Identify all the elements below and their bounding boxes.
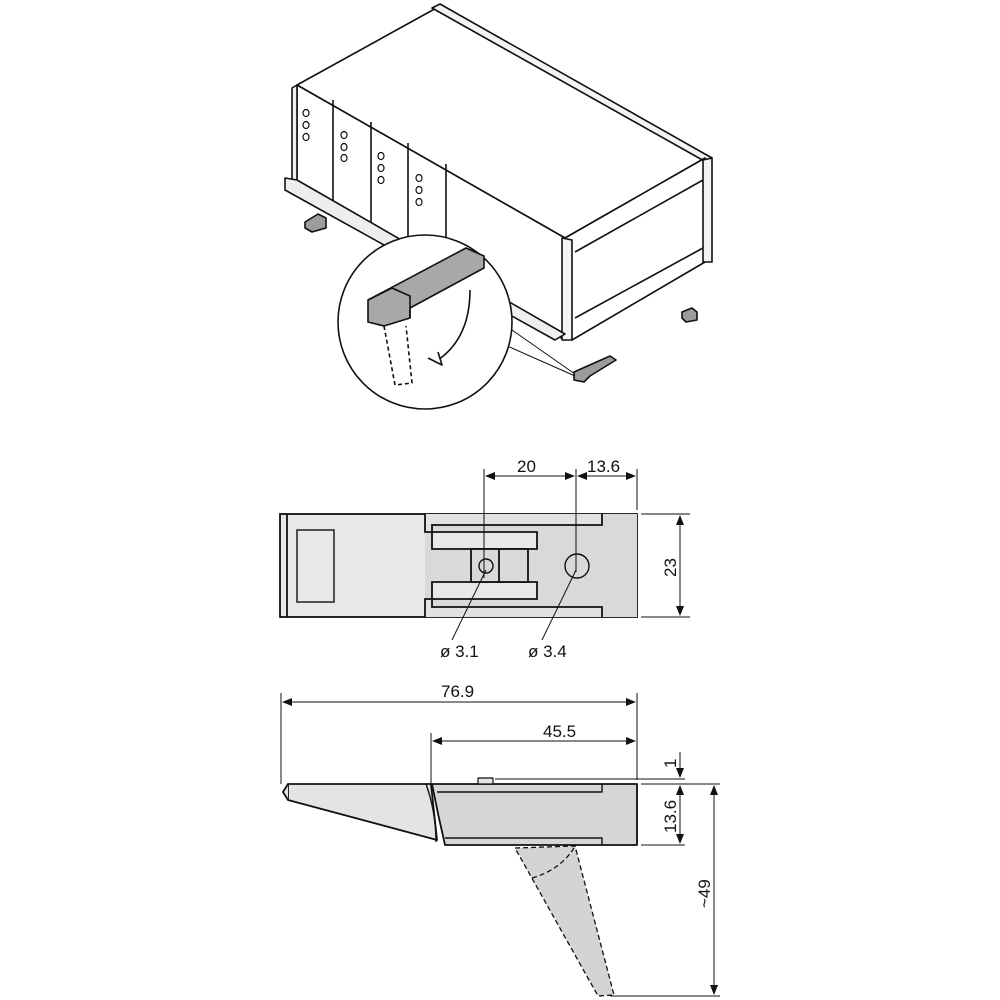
dim-body-length: 45.5 [543,722,576,741]
extended-leg [514,845,615,997]
indicator-holes [302,108,423,207]
dim-extended-height: ~49 [695,879,714,908]
rotate-arrow-icon [434,289,471,363]
foot-left [304,213,327,233]
side-view [282,777,638,997]
detail-callout-circle [337,234,513,410]
isometric-view [284,3,713,410]
hole-small [478,558,494,574]
dim-width: 23 [661,558,680,577]
dim-body-height: 13.6 [661,800,680,833]
body-section [431,783,638,846]
tip-section [287,783,438,841]
dim-hole-small: ø 3.1 [440,642,479,661]
dim-top-step: 1 [661,759,680,768]
dim-hole-to-edge: 13.6 [587,457,620,476]
hole-large [564,553,590,579]
dim-hole-spacing: 20 [517,457,536,476]
foot-small [681,307,698,323]
top-view-dimensions [451,469,690,641]
dim-hole-large: ø 3.4 [528,642,567,661]
foot-front-right [573,355,617,383]
dim-total-length: 76.9 [441,682,474,701]
side-view-dimensions [280,693,720,997]
top-view [279,513,638,618]
